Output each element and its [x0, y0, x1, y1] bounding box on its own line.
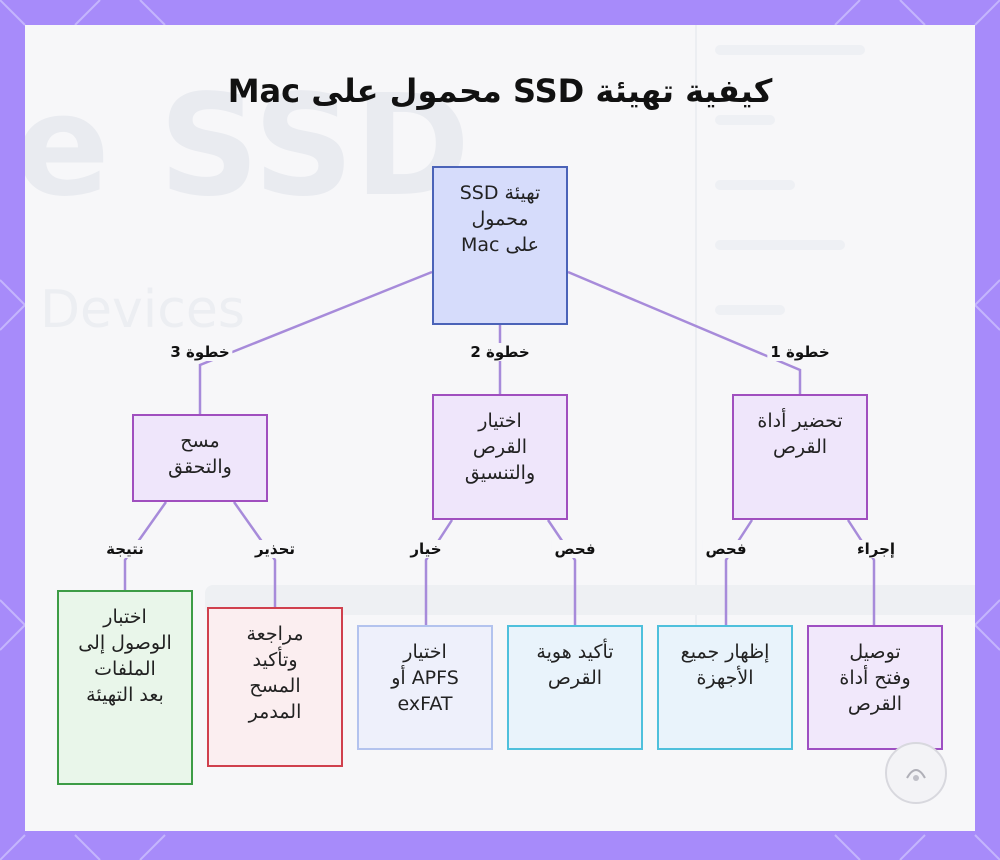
logo-icon [906, 769, 926, 781]
node-root: تهيئة SSD محمول على Mac [432, 166, 568, 325]
node-step1: تحضير أداة القرص [732, 394, 868, 520]
edge-label-result: نتيجة [103, 540, 147, 558]
edge-step2-choose [424, 519, 454, 625]
edge-step1-showall [724, 519, 754, 625]
edge-label-warning: تحذير [251, 540, 299, 558]
edge-step3-review [232, 501, 277, 607]
diagram-title: كيفية تهيئة SSD محمول على Mac [227, 72, 773, 110]
background-watermark-ssd: e SSD [25, 65, 471, 228]
node-test-access: اختبار الوصول إلى الملفات بعد التهيئة [57, 590, 193, 785]
background-watermark-devices: Devices [40, 280, 245, 340]
node-review: مراجعة وتأكيد المسح المدمر [207, 607, 343, 767]
node-choose-fs: اختيار APFS أو exFAT [357, 625, 493, 750]
background-line [715, 45, 865, 55]
edge-step2-confirm [546, 519, 577, 625]
edge-step3-test [123, 501, 168, 590]
background-line [715, 180, 795, 190]
background-line [715, 305, 785, 315]
background-line [715, 240, 845, 250]
edge-label-step1: خطوة 1 [767, 343, 833, 361]
node-step2: اختيار القرص والتنسيق [432, 394, 568, 520]
edge-label-step3: خطوة 3 [167, 343, 233, 361]
node-confirm-disk: تأكيد هوية القرص [507, 625, 643, 750]
background-panel [695, 25, 975, 645]
edge-step1-connect [846, 519, 876, 625]
node-connect: توصيل وفتح أداة القرص [807, 625, 943, 750]
edge-label-step2: خطوة 2 [467, 343, 533, 361]
node-show-all: إظهار جميع الأجهزة [657, 625, 793, 750]
edge-label-action: إجراء [853, 540, 899, 558]
edge-label-check-2: فحص [551, 540, 599, 558]
edge-label-check-1: فحص [702, 540, 750, 558]
edge-root-step1 [567, 270, 802, 394]
logo-badge [885, 742, 947, 804]
background-line [715, 115, 775, 125]
edge-label-option: خيار [407, 540, 445, 558]
node-step3: مسح والتحقق [132, 414, 268, 502]
edge-root-step3 [198, 270, 433, 414]
